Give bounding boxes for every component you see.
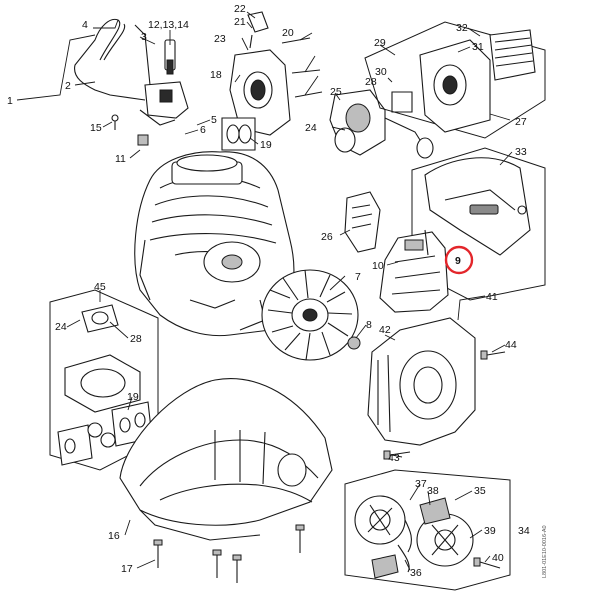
- callout-43: 43: [388, 452, 400, 464]
- callout-2: 2: [65, 80, 71, 92]
- drawing-code: L801-01E10-0016-A0: [542, 525, 548, 578]
- callout-37: 37: [415, 478, 427, 490]
- callout-35: 35: [474, 485, 486, 497]
- callout-28-top: 28: [365, 76, 377, 88]
- starter-housing-drawing: [347, 317, 476, 446]
- callout-19-gasket: 19: [127, 391, 139, 403]
- callout-40: 40: [492, 552, 504, 564]
- gasket-set-group: [49, 289, 159, 471]
- callout-20: 20: [282, 27, 294, 39]
- callout-5: 5: [211, 114, 217, 126]
- callout-34: 34: [518, 525, 530, 537]
- manifold-drawing: [221, 11, 323, 151]
- callout-44: 44: [505, 339, 517, 351]
- air-filter-group: [364, 21, 546, 139]
- flywheel-drawing: [261, 269, 359, 361]
- callout-7: 7: [355, 271, 361, 283]
- callout-10: 10: [372, 260, 384, 272]
- guide-plate-drawing: [379, 229, 449, 313]
- ignition-coil-drawing: [74, 18, 189, 146]
- callout-12-13-14: 12,13,14: [148, 19, 189, 31]
- callout-24-top: 24: [305, 122, 317, 134]
- callout-33: 33: [515, 146, 527, 158]
- callout-4: 4: [82, 19, 88, 31]
- callout-17: 17: [121, 563, 133, 575]
- baffle-drawing: [344, 191, 381, 253]
- callout-38: 38: [427, 485, 439, 497]
- callout-19-top: 19: [260, 139, 272, 151]
- callout-41: 41: [486, 291, 498, 303]
- callout-42: 42: [379, 324, 391, 336]
- callout-21: 21: [234, 16, 246, 28]
- callout-28-gasket: 28: [130, 333, 142, 345]
- callout-labels: 1 2 3 4 12,13,14 15 11 5 6 22 21 20 23 1…: [7, 3, 530, 579]
- callout-1: 1: [7, 95, 13, 107]
- bottom-cover-drawing: [119, 378, 333, 541]
- callout-24-gasket: 24: [55, 321, 67, 333]
- screws-drawing: [153, 350, 506, 583]
- engine-block-drawing: [134, 151, 295, 337]
- callout-16: 16: [108, 530, 120, 542]
- callout-6: 6: [200, 124, 206, 136]
- clutch-group: [344, 469, 511, 591]
- carburetor-drawing: [329, 89, 434, 159]
- callout-45: 45: [94, 281, 106, 293]
- callout-36: 36: [410, 567, 422, 579]
- callout-25: 25: [330, 86, 342, 98]
- callout-11: 11: [115, 153, 126, 165]
- callout-26: 26: [321, 231, 333, 243]
- highlight-circle: [444, 245, 474, 275]
- callout-9-highlighted: 9: [455, 255, 461, 267]
- callout-15: 15: [90, 122, 102, 134]
- callout-39: 39: [484, 525, 496, 537]
- leader-lines: [16, 11, 513, 571]
- callout-30: 30: [375, 66, 387, 78]
- callout-23: 23: [214, 33, 226, 45]
- callout-31: 31: [472, 41, 484, 53]
- callout-22: 22: [234, 3, 246, 15]
- callout-29: 29: [374, 37, 386, 49]
- callout-32: 32: [456, 22, 468, 34]
- callout-27: 27: [515, 116, 527, 128]
- callout-3: 3: [141, 31, 147, 43]
- callout-8: 8: [366, 319, 372, 331]
- callout-18: 18: [210, 69, 222, 81]
